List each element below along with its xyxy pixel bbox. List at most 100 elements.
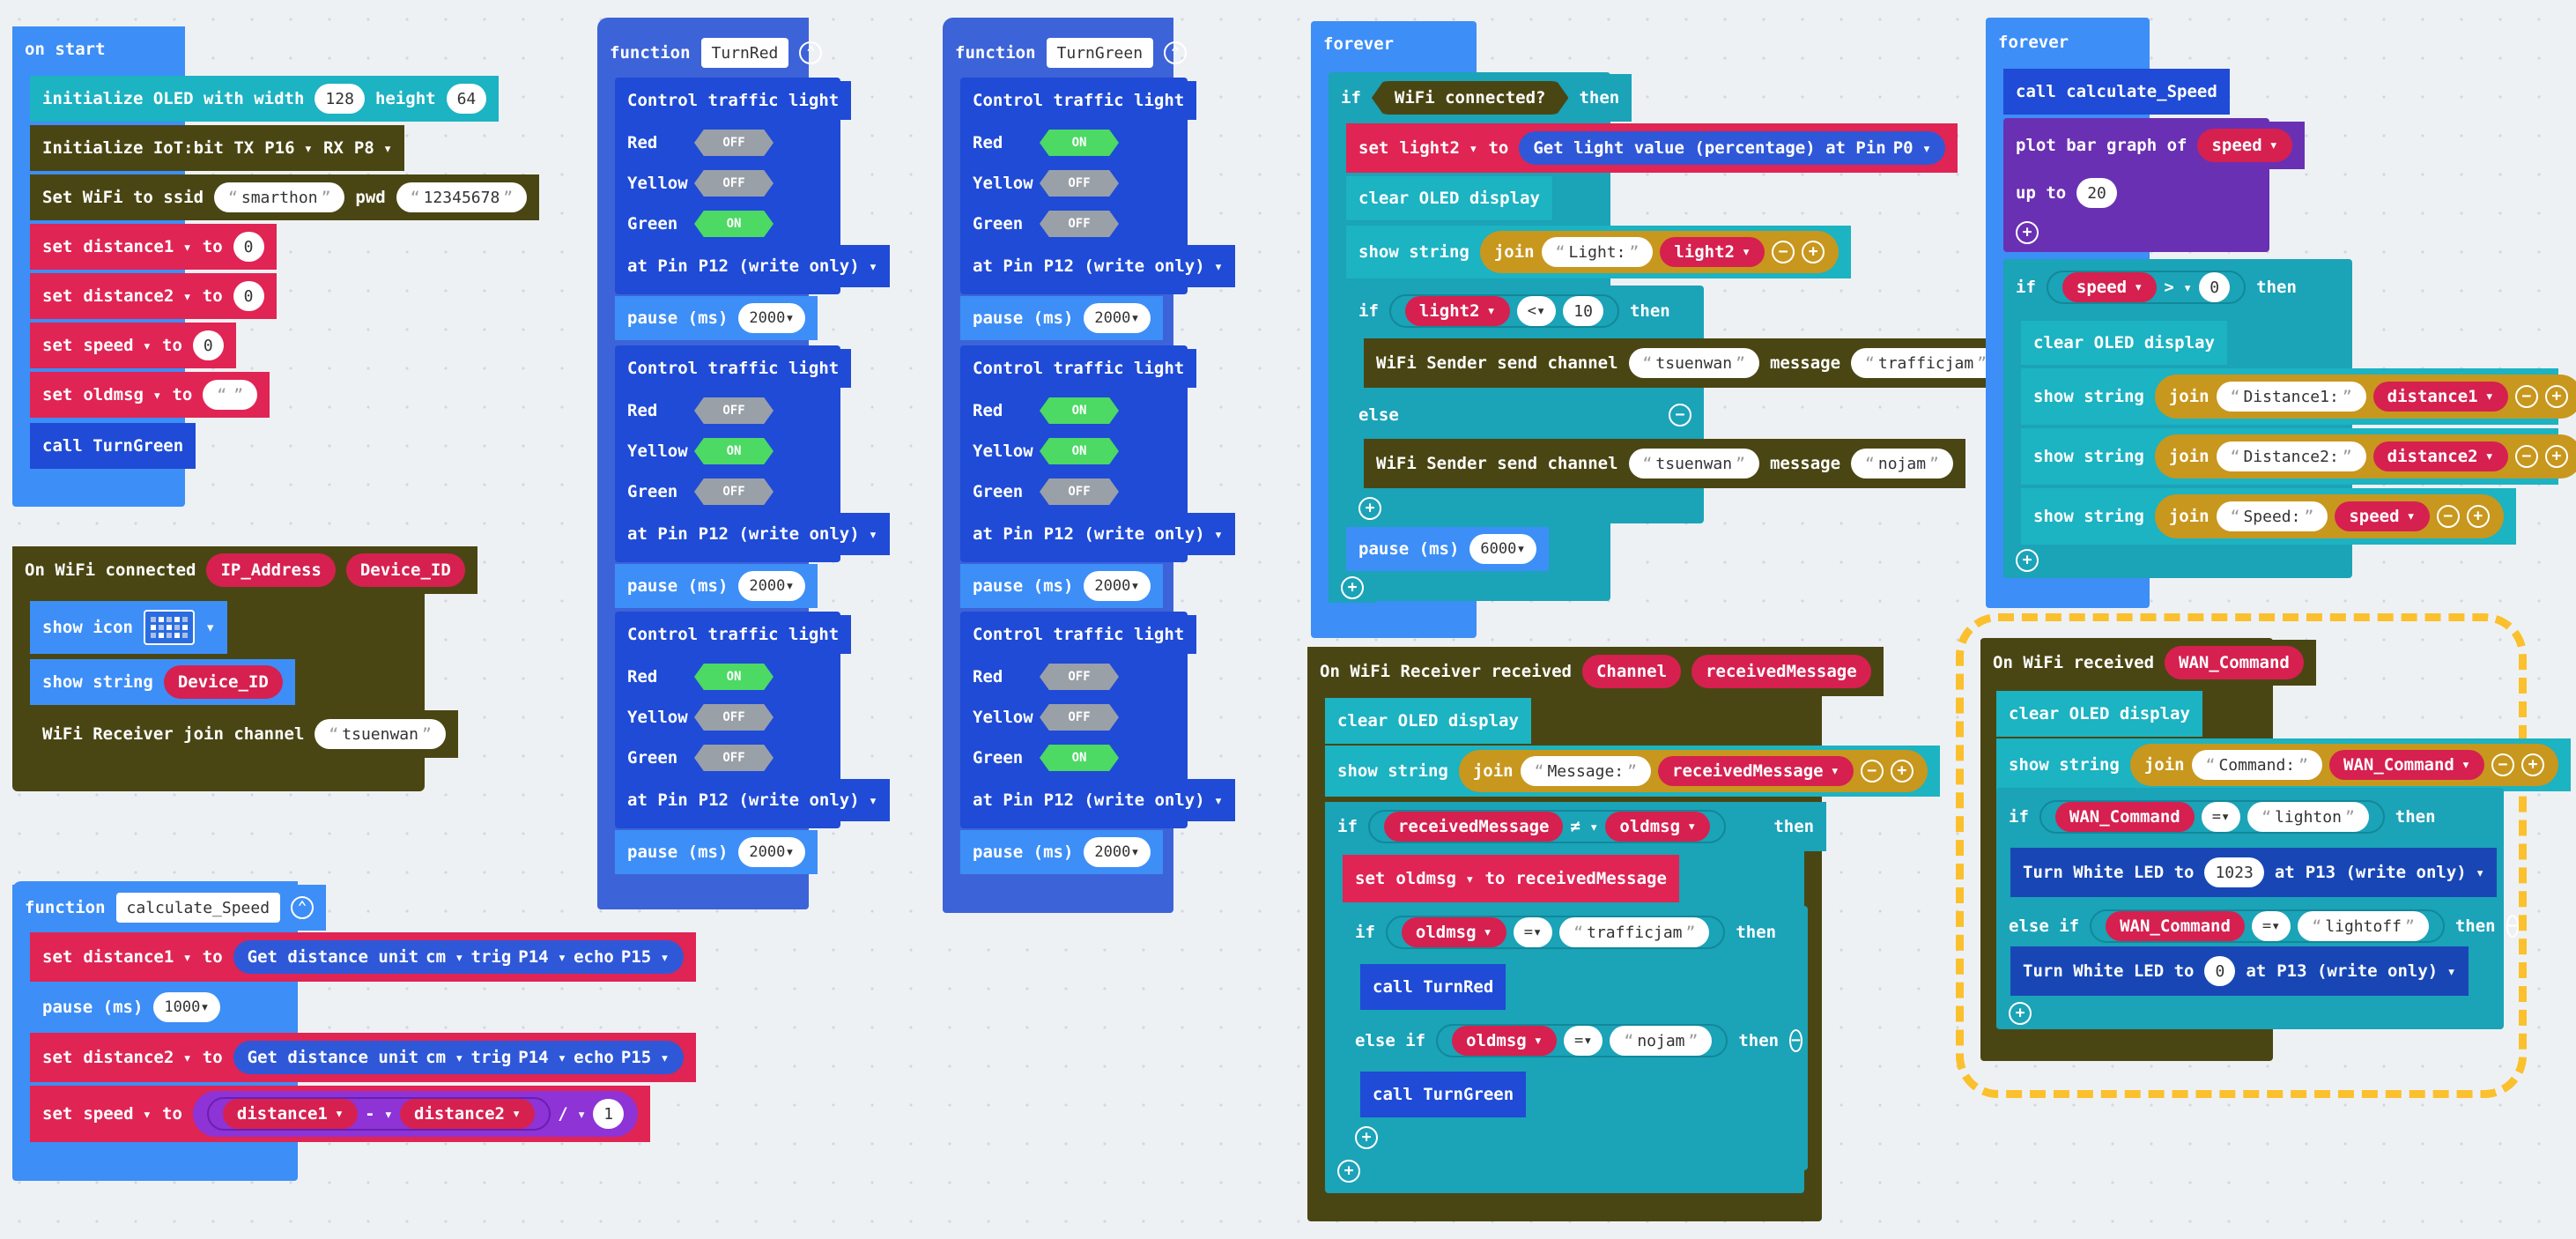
yellow-toggle[interactable]: OFF [694,170,774,197]
join-block[interactable]: join Message: receivedMessage − + [1458,750,1928,792]
set-wifi-block[interactable]: Set WiFi to ssid smarthon pwd 12345678 [30,174,540,220]
trig-pin-dropdown[interactable]: P14 [518,947,566,967]
add-icon[interactable]: + [2466,505,2490,528]
add-icon[interactable]: + [2544,385,2568,408]
string-input[interactable]: Message: [1520,756,1651,786]
channel-param[interactable]: Channel [1581,655,1682,688]
trig-pin-dropdown[interactable]: P14 [518,1048,566,1067]
pause-6000-block[interactable]: pause (ms) 6000 [1346,527,1549,571]
pause-value-dropdown[interactable]: 2000 [738,837,805,867]
compare-operator-dropdown[interactable]: = [2201,802,2241,832]
variable-dropdown[interactable]: speed [83,336,152,355]
math-block[interactable]: distance1 - distance2 / 1 [192,1091,639,1137]
yellow-toggle[interactable]: OFF [694,704,774,731]
pause-value-dropdown[interactable]: 1000 [153,992,220,1022]
compare-block[interactable]: oldmsg = nojam [1436,1024,1728,1057]
calc-speed-header[interactable]: function calculate_Speed ⌃ [12,885,327,931]
oled-height-input[interactable]: 64 [446,84,487,114]
red-toggle[interactable]: ON [1040,130,1119,156]
if-trafficjam-header[interactable]: if oldmsg = trafficjam then [1343,906,1789,959]
on-start-header[interactable]: on start [12,26,118,72]
receiver-join-block[interactable]: WiFi Receiver join channel tsuenwan [30,710,458,758]
variable-dropdown[interactable]: distance1 [83,237,191,256]
remove-icon[interactable]: − [2514,385,2538,408]
add-icon[interactable]: + [1358,497,1381,520]
pause-block[interactable]: pause (ms) 2000 [960,296,1163,340]
variable-dropdown[interactable]: light2 [1399,138,1477,158]
wifi-pattern-icon[interactable] [143,610,195,645]
string-input[interactable]: Light: [1541,237,1654,267]
compare-operator-dropdown[interactable]: = [1513,917,1553,947]
green-toggle[interactable]: ON [1040,745,1119,771]
pause-block[interactable]: pause (ms) 2000 [615,564,818,608]
compare-operator-dropdown[interactable]: = [1563,1026,1603,1056]
compare-block[interactable]: WAN_Command = lightoff [2090,909,2445,943]
divisor-input[interactable]: 1 [593,1099,625,1129]
call-turngreen-block[interactable]: call TurnGreen [30,423,196,469]
echo-pin-dropdown[interactable]: P15 [621,947,670,967]
led-off-block[interactable]: Turn White LED to 0 at P13 (write only) [2010,946,2469,996]
compare-string-input[interactable]: trafficjam [1559,917,1710,947]
remove-icon[interactable]: − [1860,760,1884,783]
show-distance1-block[interactable]: show string join Distance1: distance1 − … [2021,368,2576,425]
pin-dropdown[interactable]: P12 (write only) [1044,256,1224,276]
remove-else-if-icon[interactable]: − [2506,915,2520,938]
iot-init-block[interactable]: Initialize IoT:bit TX P16 RX P8 [30,125,405,171]
unit-dropdown[interactable]: cm [426,947,463,967]
green-toggle[interactable]: OFF [694,745,774,771]
received-message-variable[interactable]: receivedMessage [1515,869,1667,888]
oldmsg-variable[interactable]: oldmsg [1605,812,1711,842]
add-icon[interactable]: + [2016,221,2039,244]
remove-icon[interactable]: − [1772,241,1795,263]
red-toggle[interactable]: OFF [1040,664,1119,690]
set-oldmsg-block[interactable]: set oldmsg to [30,372,270,418]
pin-dropdown[interactable]: P12 (write only) [699,256,878,276]
pause-value-dropdown[interactable]: 2000 [738,303,805,333]
light2-variable[interactable]: light2 [1404,296,1510,326]
message-input[interactable]: nojam [1851,449,1953,479]
set-oldmsg-block[interactable]: set oldmsg to receivedMessage [1343,855,1679,902]
set-distance2-block[interactable]: set distance2 to 0 [30,273,277,319]
set-distance1-block[interactable]: set distance1 to 0 [30,224,277,270]
set-distance1-sensor-block[interactable]: set distance1 to Get distance unit cm tr… [30,932,696,982]
function-name-input[interactable]: TurnGreen [1046,38,1154,68]
device-id-variable[interactable]: Device_ID [163,665,283,699]
pwd-input[interactable]: 12345678 [396,182,528,212]
join-block[interactable]: join Distance2: distance2 − + [2154,434,2576,479]
chevron-down-icon[interactable]: ▾ [204,618,216,637]
variable-dropdown[interactable]: distance1 [83,947,191,967]
compare-operator-dropdown[interactable]: > [2164,278,2192,297]
collapse-icon[interactable]: ⌃ [799,41,823,64]
device-id-param[interactable]: Device_ID [345,553,465,587]
pause-value-dropdown[interactable]: 2000 [1084,837,1151,867]
echo-pin-dropdown[interactable]: P15 [621,1048,670,1067]
call-turngreen-block[interactable]: call TurnGreen [1360,1072,1527,1117]
speed-variable[interactable]: speed [2335,501,2430,531]
add-icon[interactable]: + [1341,576,1364,599]
add-icon[interactable]: + [2016,549,2039,572]
compare-block[interactable]: speed > 0 [2046,271,2247,304]
remove-else-if-icon[interactable]: − [1789,1029,1802,1052]
variable-dropdown[interactable]: distance2 [83,286,191,306]
pin-dropdown[interactable]: P12 (write only) [1044,790,1224,810]
else-if-lightoff-header[interactable]: else if WAN_Command = lightoff then − [1996,899,2520,953]
oled-init-block[interactable]: initialize OLED with width 128 height 64 [30,76,500,122]
led-value-input[interactable]: 1023 [2204,857,2264,887]
wan-command-variable[interactable]: WAN_Command [2054,802,2195,832]
wan-command-variable[interactable]: WAN_Command [2329,750,2485,780]
pin-dropdown[interactable]: P12 (write only) [699,524,878,544]
led-on-block[interactable]: Turn White LED to 1023 at P13 (write onl… [2010,848,2498,897]
wifi-connected-header[interactable]: On WiFi connected IP_Address Device_ID [12,546,477,594]
speed-variable[interactable]: speed [2062,272,2158,302]
green-toggle[interactable]: OFF [694,479,774,505]
function-name-input[interactable]: TurnRed [700,38,789,68]
forever1-header[interactable]: forever [1311,21,1406,67]
turngreen-header[interactable]: function TurnGreen ⌃ [943,30,1199,76]
if-received-header[interactable]: if receivedMessage ≠ oldmsg then [1325,802,1827,851]
join-block[interactable]: join Distance1: distance1 − + [2154,375,2576,419]
compare-block[interactable]: receivedMessage ≠ oldmsg [1367,810,1727,843]
pin-dropdown[interactable]: P13 (write only) [2276,961,2456,981]
empty-string-input[interactable] [203,380,258,410]
compare-value-input[interactable]: 10 [1563,296,1603,326]
string-input[interactable]: Command: [2191,750,2322,780]
